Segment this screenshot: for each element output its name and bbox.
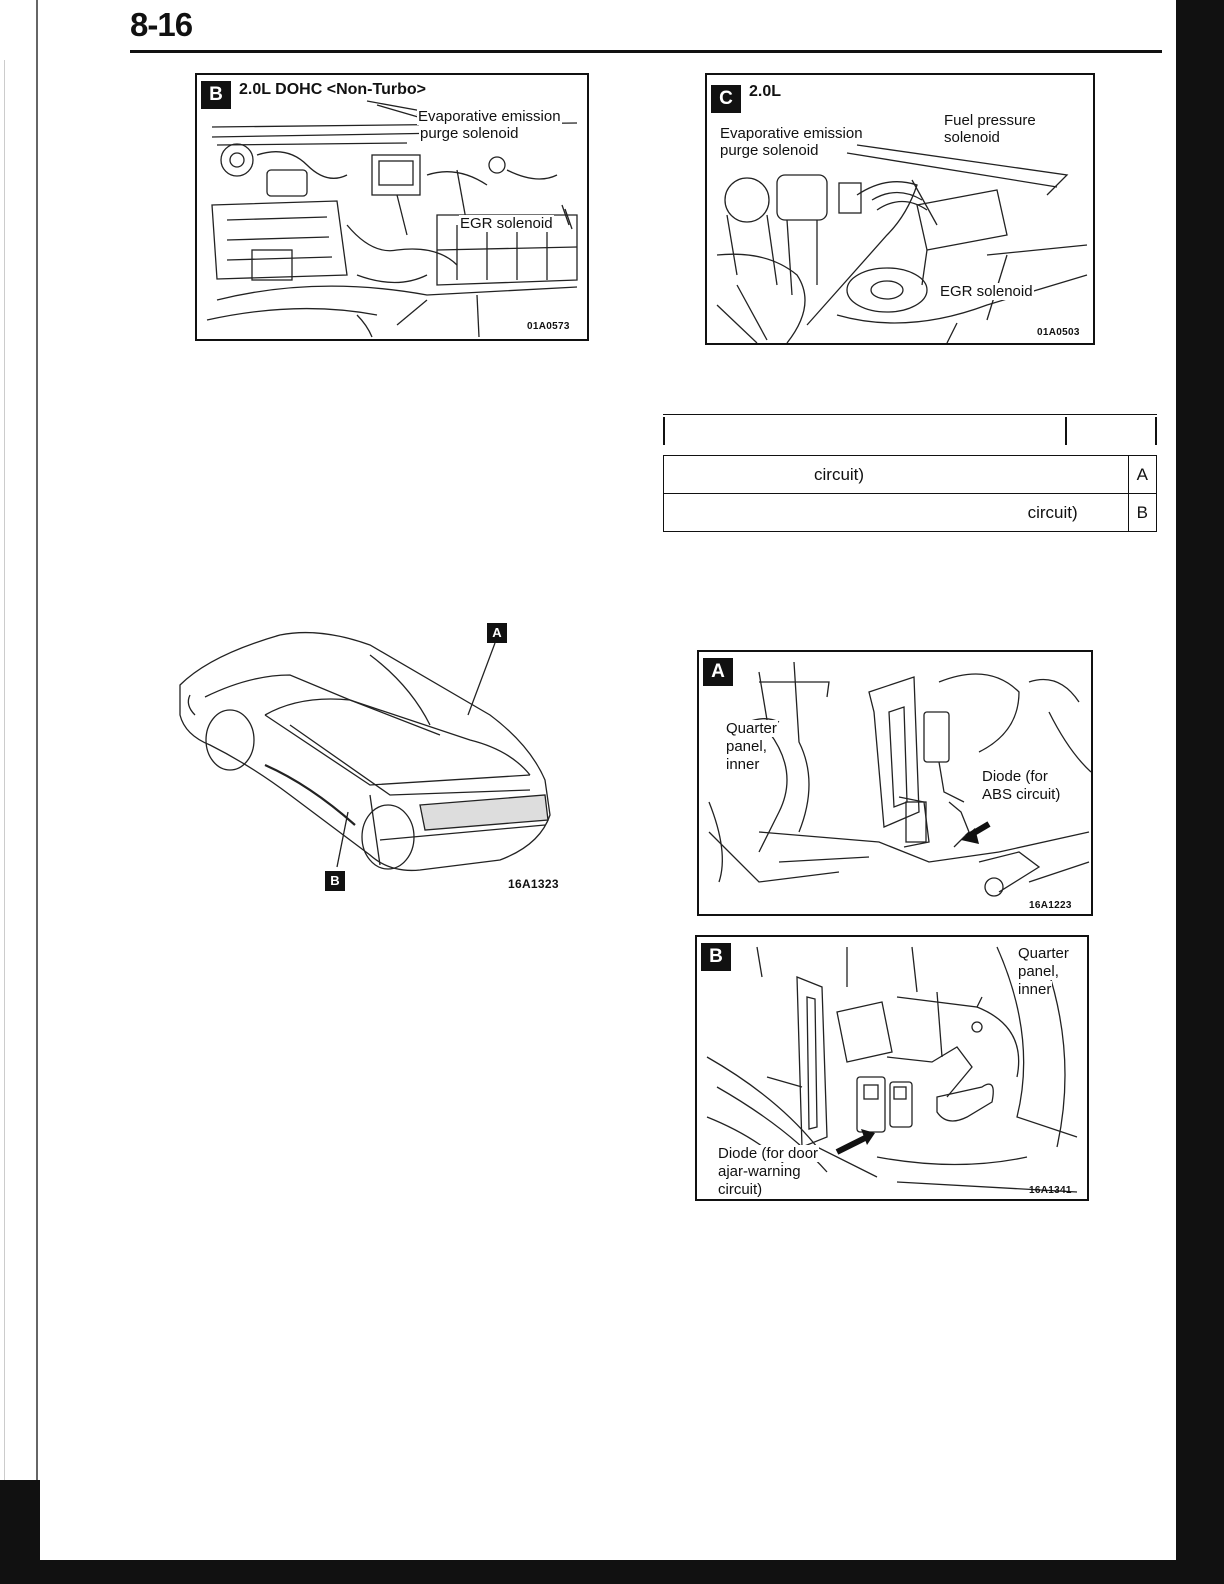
table-row: circuit) B	[663, 493, 1158, 532]
scan-right-edge	[1176, 0, 1224, 1584]
table-cell-desc: circuit)	[663, 455, 1129, 494]
label-evap-2: purge solenoid	[419, 125, 520, 142]
figure-engine-b: B 2.0L DOHC <Non-Turbo> Evaporative emis…	[195, 73, 589, 341]
figure-diode-abs: A Quarter panel, inner Diode (for ABS ci…	[697, 650, 1093, 916]
diode-table: circuit) A circuit) B	[663, 455, 1158, 532]
figure-engine-c: C 2.0L Fuel pressure solenoid Evaporativ…	[705, 73, 1095, 345]
scan-margin-line	[36, 0, 38, 1560]
label-diode-2: ajar-warning	[717, 1163, 802, 1180]
diode-door-illustration	[706, 946, 1078, 1193]
scan-corner	[0, 1480, 40, 1560]
figure-tag: B	[201, 81, 231, 109]
label-inner: inner	[1017, 981, 1053, 998]
label-egr: EGR solenoid	[459, 215, 554, 232]
page-number: 8-16	[130, 6, 193, 43]
figure-tag: C	[711, 85, 741, 113]
callout-tag-b: B	[325, 871, 345, 891]
table-cell-desc: circuit)	[663, 493, 1129, 532]
header-rule	[130, 50, 1162, 53]
diode-table-header	[663, 414, 1157, 447]
scan-bottom-edge	[0, 1560, 1224, 1584]
scan-edge-line	[4, 60, 5, 1560]
label-egr: EGR solenoid	[939, 283, 1034, 300]
label-diode-3: circuit)	[717, 1181, 764, 1198]
label-evap-1: Evaporative emission	[417, 108, 562, 125]
figure-tag: A	[703, 658, 733, 686]
label-evap-2: purge solenoid	[719, 142, 820, 159]
car-illustration	[179, 631, 551, 872]
engine-c-illustration	[716, 144, 1088, 343]
figure-code: 01A0573	[527, 321, 570, 332]
figure-code: 16A1323	[508, 877, 559, 891]
table-cell-ref: A	[1127, 455, 1158, 494]
label-diode-2: ABS circuit)	[981, 786, 1062, 803]
car-diagram: A B 16A1323	[170, 615, 590, 905]
label-quarter: Quarter	[725, 720, 778, 737]
callout-tag-a: A	[487, 623, 507, 643]
figure-title: 2.0L	[749, 83, 782, 100]
table-row: circuit) A	[663, 455, 1158, 494]
figure-diode-door: B Quarter panel, inner Diode (for door a…	[695, 935, 1089, 1201]
figure-code: 16A1223	[1029, 900, 1072, 911]
label-quarter: Quarter	[1017, 945, 1070, 962]
label-diode-1: Diode (for door	[717, 1145, 820, 1162]
figure-title: 2.0L DOHC <Non-Turbo>	[239, 81, 426, 98]
figure-tag: B	[701, 943, 731, 971]
label-evap-1: Evaporative emission	[719, 125, 864, 142]
table-cell-ref: B	[1127, 493, 1158, 532]
label-panel: panel,	[725, 738, 768, 755]
figure-code: 01A0503	[1037, 327, 1080, 338]
label-panel: panel,	[1017, 963, 1060, 980]
label-fuel-1: Fuel pressure	[943, 112, 1037, 129]
label-diode-1: Diode (for	[981, 768, 1049, 785]
label-inner: inner	[725, 756, 761, 773]
figure-code: 16A1341	[1029, 1185, 1072, 1196]
label-fuel-2: solenoid	[943, 129, 1001, 146]
